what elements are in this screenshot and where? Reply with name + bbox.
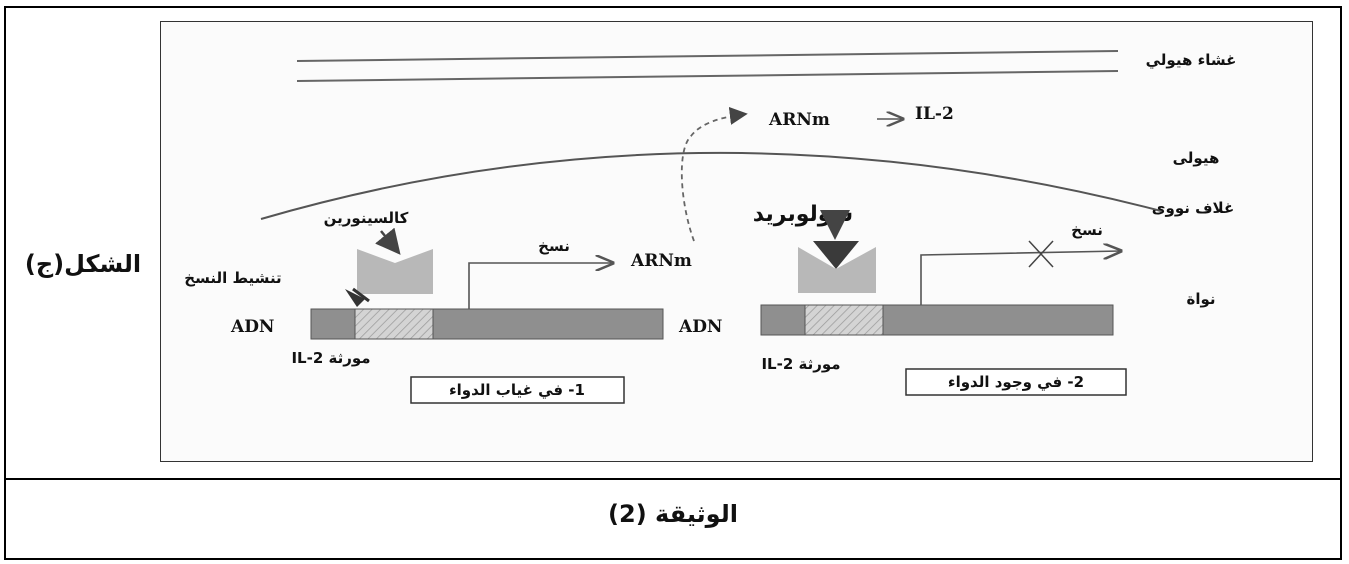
transcription-arrow-2 bbox=[920, 251, 1121, 306]
il2-top-label: IL-2 bbox=[915, 104, 954, 124]
gene-label-2: مورثة IL-2 bbox=[761, 355, 840, 373]
gene-segment-2 bbox=[804, 304, 884, 336]
arnm-top-label: ARNm bbox=[768, 110, 830, 130]
transcription-label-1: نسخ bbox=[538, 237, 570, 255]
caption-1: 1- في غياب الدواء bbox=[449, 381, 585, 399]
calcineurin-pointer bbox=[375, 227, 401, 255]
adn-label-1: ADN bbox=[230, 317, 274, 337]
transcription-arrow-1 bbox=[468, 263, 613, 311]
caption-box-2 bbox=[905, 368, 1127, 396]
activation-pointer bbox=[345, 289, 365, 307]
transcription-label-2: نسخ bbox=[1071, 221, 1103, 239]
document-title: الوثيقة (2) bbox=[608, 500, 738, 528]
arnm-panel1-label: ARNm bbox=[630, 251, 692, 271]
mrna-export-arrow bbox=[680, 106, 748, 242]
gene-segment-1 bbox=[354, 308, 434, 340]
block-cross-b bbox=[1028, 240, 1054, 268]
drug-label: سولوبريد bbox=[753, 202, 853, 227]
gene-label-1: مورثة IL-2 bbox=[291, 349, 370, 367]
cell-membrane-line-top bbox=[296, 50, 1119, 62]
activation-label: تنشيط النسخ bbox=[184, 269, 281, 287]
drug-molecule bbox=[813, 241, 859, 269]
nuclear-envelope-arc bbox=[260, 151, 1162, 220]
calcineurin-protein-2 bbox=[798, 247, 876, 293]
caption-2: 2- في وجود الدواء bbox=[948, 373, 1084, 391]
activation-pointer-shaft bbox=[352, 287, 370, 303]
cell-membrane-line-bottom bbox=[296, 70, 1119, 82]
adn-label-2: ADN bbox=[678, 317, 722, 337]
frame-divider bbox=[4, 478, 1342, 480]
nucleus-label: نواة bbox=[1186, 290, 1215, 308]
caption-box-1 bbox=[410, 376, 625, 404]
figure-label: الشكل(ج) bbox=[24, 250, 142, 278]
nuclear-envelope-label: غلاف نووى bbox=[1152, 199, 1234, 217]
document-frame bbox=[4, 6, 1342, 560]
diagram-svg: غشاء هيولي هيولى غلاف نووى نواة ARNm IL-… bbox=[184, 50, 1237, 404]
calcineurin-protein-shape bbox=[357, 249, 433, 294]
calcineurin-label: كالسينورين bbox=[324, 209, 409, 227]
diagram-panel: غشاء هيولي هيولى غلاف نووى نواة ARNm IL-… bbox=[160, 21, 1313, 462]
cell-membrane-label: غشاء هيولي bbox=[1146, 51, 1237, 69]
cytoplasm-label: هيولى bbox=[1173, 149, 1220, 167]
